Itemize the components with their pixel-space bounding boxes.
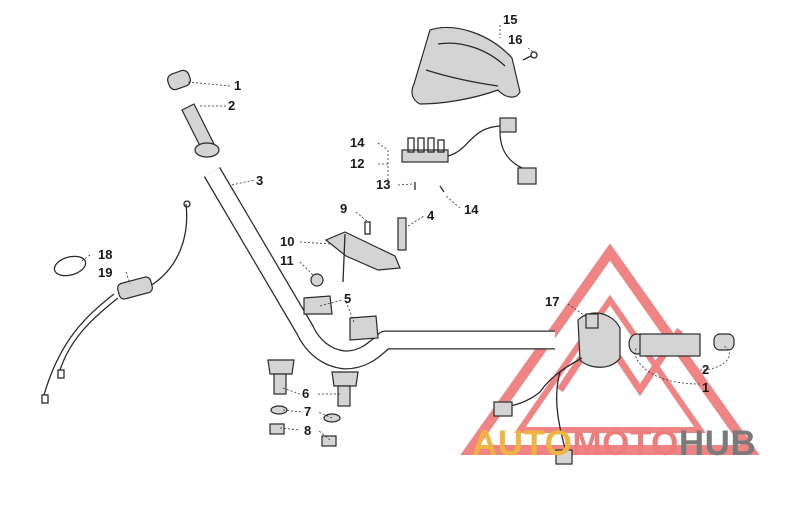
leader-lines [79,25,730,441]
callout-13: 13 [376,177,390,192]
watermark-moto: MOTO [573,424,679,463]
watermark-hub: HUB [679,424,756,463]
callout-4: 4 [427,208,435,223]
right-switch-housing [493,312,621,465]
callout-5: 5 [344,291,351,306]
instrument-cover [411,26,538,105]
callout-2: 2 [228,98,235,113]
callout-19: 19 [98,265,112,280]
callout-7: 7 [304,404,311,419]
callout-15: 15 [503,12,517,27]
handlebar [203,167,555,370]
left-grip [167,69,220,158]
callout-12: 12 [350,156,364,171]
switch-block [401,117,537,193]
callout-8: 8 [304,423,311,438]
callout-9: 9 [340,201,347,216]
callout-3: 3 [256,173,263,188]
callout-17: 17 [545,294,559,309]
mount-bracket [310,217,407,287]
upper-clamps [303,295,379,341]
watermark-text: AUTOMOTOHUB [472,424,756,463]
callout-6: 6 [302,386,309,401]
callout-1-right: 1 [702,380,709,395]
callout-1: 1 [234,78,241,93]
callout-10: 10 [280,234,294,249]
callout-14-lower: 14 [464,202,479,217]
callout-11: 11 [280,253,294,268]
callout-18: 18 [98,247,112,262]
throttle-cable [41,200,191,404]
svg-text:AUTOMOTOHUB: AUTOMOTOHUB [472,424,756,463]
callout-16: 16 [508,32,522,47]
lower-clamps [267,359,359,447]
right-grip [628,333,735,357]
watermark-auto: AUTO [472,424,573,463]
callout-labels: 1 2 3 4 5 6 7 8 9 10 11 12 13 14 14 15 1… [98,12,709,438]
callout-14-upper: 14 [350,135,365,150]
callout-2-right: 2 [702,362,709,377]
